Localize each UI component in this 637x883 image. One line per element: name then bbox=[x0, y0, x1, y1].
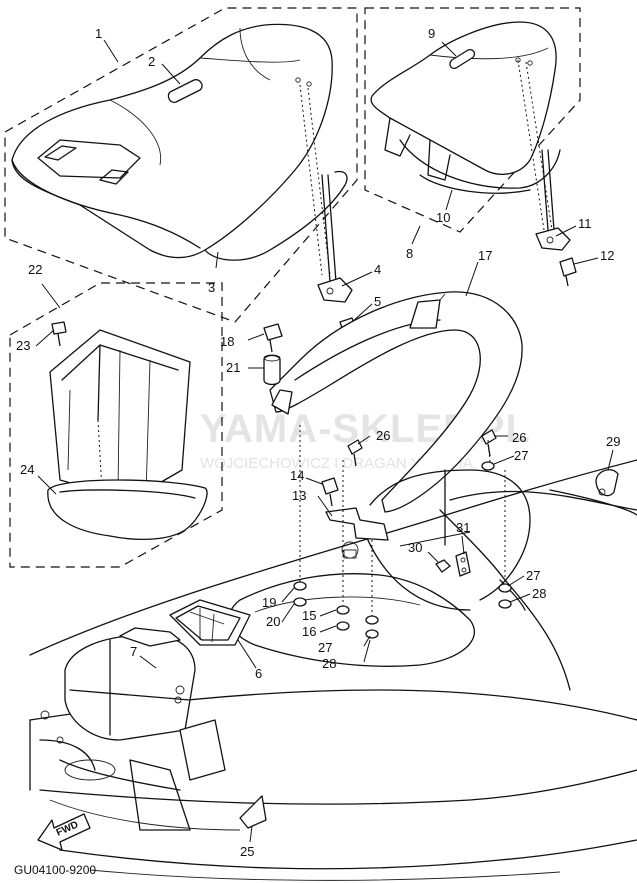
part-label-7: 7 bbox=[130, 644, 137, 659]
front-seat-hook bbox=[317, 277, 353, 303]
bracket-13 bbox=[325, 507, 389, 541]
step-plate bbox=[239, 795, 267, 829]
part-label-3: 3 bbox=[208, 280, 215, 295]
hull-deck bbox=[29, 459, 637, 881]
part-label-2: 2 bbox=[148, 54, 155, 69]
part-label-24: 24 bbox=[20, 462, 34, 477]
seat-lock-rods bbox=[295, 57, 555, 283]
part-label-4: 4 bbox=[374, 262, 381, 277]
part-label-19: 19 bbox=[262, 595, 276, 610]
part-label-12: 12 bbox=[600, 248, 614, 263]
part-label-13: 13 bbox=[292, 488, 306, 503]
part-label-21: 21 bbox=[226, 360, 240, 375]
part-label-8: 8 bbox=[406, 246, 413, 261]
part-label-26-right: 26 bbox=[512, 430, 526, 445]
part-label-27-lower: 27 bbox=[526, 568, 540, 583]
part-label-16: 16 bbox=[302, 624, 316, 639]
part-label-20: 20 bbox=[266, 614, 280, 629]
part-label-9: 9 bbox=[428, 26, 435, 41]
part-label-28-center: 28 bbox=[322, 656, 336, 671]
rear-grab-handle bbox=[269, 291, 523, 513]
hinge-plate bbox=[455, 551, 471, 577]
part-label-1: 1 bbox=[95, 26, 102, 41]
part-label-15: 15 bbox=[302, 608, 316, 623]
part-label-18: 18 bbox=[220, 334, 234, 349]
part-number-labels: 1 2 3 4 5 6 7 8 9 10 11 12 13 14 15 16 1… bbox=[16, 26, 620, 859]
leader-lines bbox=[35, 39, 614, 843]
front-seat bbox=[11, 23, 348, 261]
install-lines bbox=[299, 425, 506, 616]
part-label-5: 5 bbox=[374, 294, 381, 309]
bolt-18 bbox=[263, 323, 283, 353]
part-label-22: 22 bbox=[28, 262, 42, 277]
watermark-tagline: WOJCIECHOWICZ I DRAGAN YAMAHA bbox=[200, 455, 473, 472]
diagram-code: GU04100-9200 bbox=[14, 863, 96, 877]
part-label-28-right: 28 bbox=[532, 586, 546, 601]
screw-23 bbox=[51, 321, 67, 347]
part-label-27-center: 27 bbox=[318, 640, 332, 655]
storage-bin bbox=[47, 329, 208, 540]
storage-bin-assembly-box bbox=[9, 282, 223, 568]
deck-panel bbox=[169, 599, 251, 646]
part-label-27-right: 27 bbox=[514, 448, 528, 463]
bolt-26-left bbox=[347, 439, 363, 467]
rear-seat bbox=[370, 21, 561, 194]
bolt-14 bbox=[321, 477, 339, 507]
part-label-23: 23 bbox=[16, 338, 30, 353]
rear-seat-handle bbox=[449, 49, 476, 69]
collar bbox=[263, 354, 281, 386]
part-label-10: 10 bbox=[436, 210, 450, 225]
part-label-6: 6 bbox=[255, 666, 262, 681]
part-label-30: 30 bbox=[408, 540, 422, 555]
bolt-12 bbox=[559, 257, 577, 287]
part-label-14: 14 bbox=[290, 468, 304, 483]
fwd-arrow-icon: FWD bbox=[37, 813, 91, 851]
part-label-31: 31 bbox=[456, 520, 470, 535]
front-seat-assembly-box bbox=[4, 7, 358, 323]
part-label-11: 11 bbox=[578, 216, 592, 231]
seat-handle bbox=[167, 79, 203, 103]
washers bbox=[293, 461, 512, 639]
part-label-29: 29 bbox=[606, 434, 620, 449]
part-label-26-left: 26 bbox=[376, 428, 390, 443]
part-label-25: 25 bbox=[240, 844, 254, 859]
nut-30 bbox=[435, 559, 451, 573]
part-label-17: 17 bbox=[478, 248, 492, 263]
